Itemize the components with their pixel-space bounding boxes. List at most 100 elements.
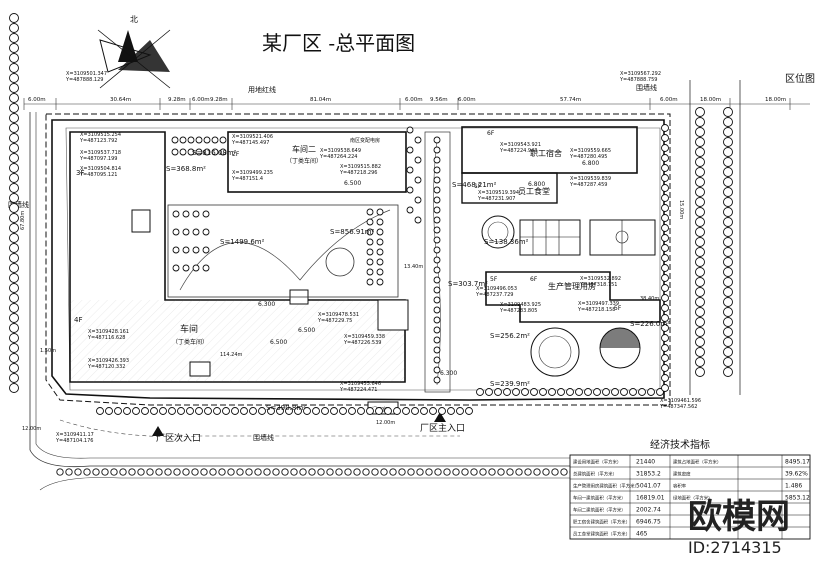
tree-icon xyxy=(9,173,19,183)
tree-icon xyxy=(661,274,669,282)
econ-table-label: 建筑占地面积（平方米） xyxy=(673,459,721,466)
tree-icon xyxy=(433,196,441,204)
tree-icon xyxy=(9,383,19,393)
tree-icon xyxy=(661,204,669,212)
tree-icon xyxy=(530,388,538,396)
tree-icon xyxy=(402,407,410,415)
tree-icon xyxy=(695,247,705,257)
watermark-id: ID:2714315 xyxy=(688,538,782,557)
elevation-mark: 6.800 xyxy=(582,160,599,167)
production-management-side-floors: 5F xyxy=(490,276,498,283)
tree-icon xyxy=(263,468,271,476)
tree-icon xyxy=(723,217,733,227)
tree-icon xyxy=(695,357,705,367)
tree-icon xyxy=(366,208,374,216)
watermark-logo: 欧模网 xyxy=(688,497,790,537)
secondary-entrance-arrow-icon xyxy=(152,426,164,436)
tree-icon xyxy=(376,268,384,276)
tree-icon xyxy=(695,297,705,307)
tree-icon xyxy=(723,257,733,267)
north-arrow-icon: 北 xyxy=(97,15,171,89)
area-label: S=138.36m² xyxy=(484,238,529,246)
tree-icon xyxy=(695,257,705,267)
tree-icon xyxy=(203,148,211,156)
tree-icon xyxy=(661,364,669,372)
front-plaza xyxy=(530,327,580,377)
tree-icon xyxy=(9,243,19,253)
tree-icon xyxy=(353,468,361,476)
round-plaza xyxy=(481,215,515,249)
annex-box xyxy=(189,361,211,377)
econ-table-label: 总建筑面积（平方米） xyxy=(573,471,617,478)
econ-table-label: 建筑密度 xyxy=(673,471,691,478)
tree-icon xyxy=(366,238,374,246)
tree-icon xyxy=(695,337,705,347)
workshop-2-name: 车间二 xyxy=(292,144,316,154)
tree-icon xyxy=(723,297,733,307)
tree-icon xyxy=(506,468,514,476)
tree-icon xyxy=(231,407,239,415)
tree-icon xyxy=(110,468,118,476)
tree-icon xyxy=(661,224,669,232)
tree-icon xyxy=(695,277,705,287)
tree-icon xyxy=(479,468,487,476)
tree-icon xyxy=(9,133,19,143)
tree-icon xyxy=(661,264,669,272)
tree-icon xyxy=(433,356,441,364)
tree-icon xyxy=(384,407,392,415)
tree-icon xyxy=(182,264,190,272)
dim-label: 81.04m xyxy=(310,97,331,103)
tree-icon xyxy=(276,407,284,415)
tree-icon xyxy=(9,353,19,363)
econ-table-label: 建设用地面积（平方米） xyxy=(573,459,621,466)
tree-icon xyxy=(695,287,705,297)
tree-icon xyxy=(366,228,374,236)
tree-icon xyxy=(171,148,179,156)
tree-icon xyxy=(695,327,705,337)
tree-icon xyxy=(9,293,19,303)
tree-icon xyxy=(9,153,19,163)
tree-icon xyxy=(227,468,235,476)
tree-icon xyxy=(222,407,230,415)
tree-icon xyxy=(433,206,441,214)
annex-box xyxy=(131,209,151,233)
road xyxy=(29,112,800,467)
tree-icon xyxy=(723,167,733,177)
dim-label: 9.56m xyxy=(430,97,448,103)
tree-icon xyxy=(164,468,172,476)
tree-icon xyxy=(695,117,705,127)
tree-icon xyxy=(9,193,19,203)
tree-icon xyxy=(661,244,669,252)
tree-icon xyxy=(433,266,441,274)
tree-icon xyxy=(433,366,441,374)
tree-icon xyxy=(299,468,307,476)
tree-icon xyxy=(376,278,384,286)
workshop-1-floors: 4F xyxy=(74,316,82,324)
tree-icon xyxy=(9,263,19,273)
workshop-2-height: 6.500 xyxy=(344,180,361,187)
tree-icon xyxy=(56,468,64,476)
tree-icon xyxy=(308,468,316,476)
tree-icon xyxy=(661,294,669,302)
tree-icon xyxy=(245,468,253,476)
tree-icon xyxy=(414,136,422,144)
tree-icon xyxy=(661,354,669,362)
tree-icon xyxy=(661,304,669,312)
workshop-1-hatch xyxy=(70,300,405,382)
tree-icon xyxy=(723,197,733,207)
tree-icon xyxy=(141,407,149,415)
tree-icon xyxy=(629,388,637,396)
tree-icon xyxy=(179,148,187,156)
tree-icon xyxy=(202,210,210,218)
tree-icon xyxy=(723,147,733,157)
